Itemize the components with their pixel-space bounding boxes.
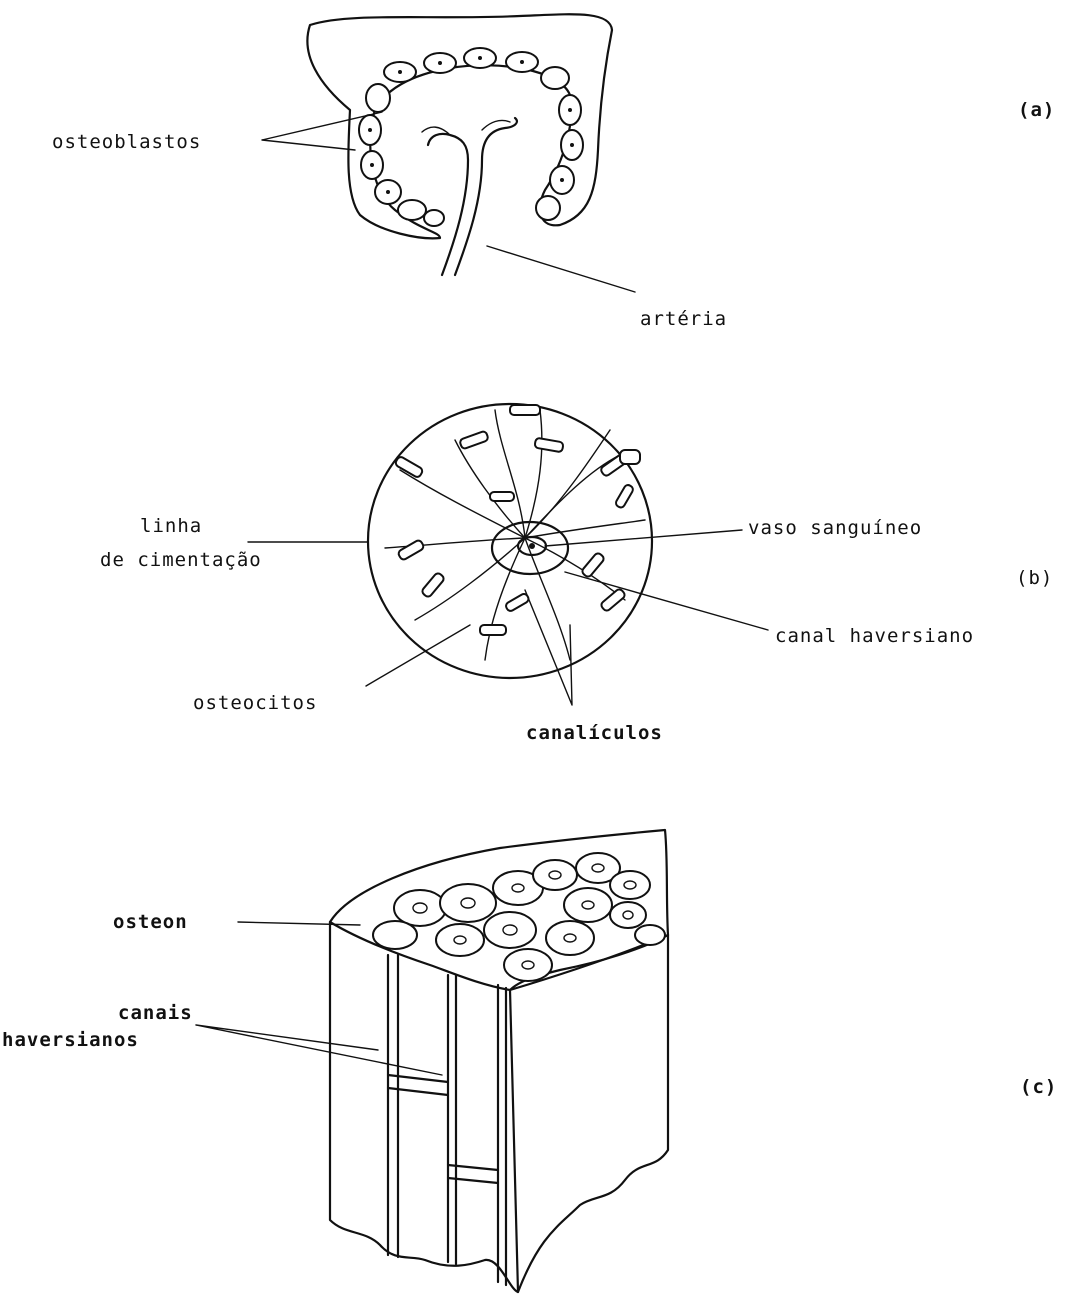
label-canaliculi: canalículos [526,724,663,743]
leader-blood-vessel [545,530,742,546]
leader-osteocytes [366,625,470,686]
panel-b-drawing [248,404,768,705]
leader-haversian-canals [196,1025,442,1075]
leader-artery [487,246,635,292]
leader-canaliculi [525,590,572,705]
haversian-canals-vertical [388,955,506,1285]
panel-a-drawing [262,14,635,292]
label-osteon: osteon [113,913,188,932]
leader-haversian-canal [565,572,768,630]
label-cement-line-2: de cimentação [100,551,262,570]
label-osteoblasts: osteoblastos [52,133,201,152]
canaliculi-lines [385,410,645,660]
bone-block-front [330,922,518,1292]
osteoblast-cells [359,48,583,226]
label-cement-line-1: linha [140,517,202,536]
panel-marker-b: (b) [1016,569,1053,588]
panel-marker-c: (c) [1020,1078,1057,1097]
osteons-top [373,853,665,981]
leader-osteon [238,922,360,925]
label-osteocytes: osteocitos [193,694,317,713]
bone-block-side [510,935,668,1292]
label-haversian-canals-2: haversianos [2,1031,139,1050]
panel-c-drawing [196,830,668,1292]
label-haversian-canals-1: canais [118,1004,193,1023]
label-blood-vessel: vaso sanguíneo [748,519,922,538]
panel-marker-a: (a) [1018,101,1055,120]
bone-matrix-hatched [307,14,612,238]
label-artery: artéria [640,310,727,329]
label-haversian-canal: canal haversiano [775,627,974,646]
